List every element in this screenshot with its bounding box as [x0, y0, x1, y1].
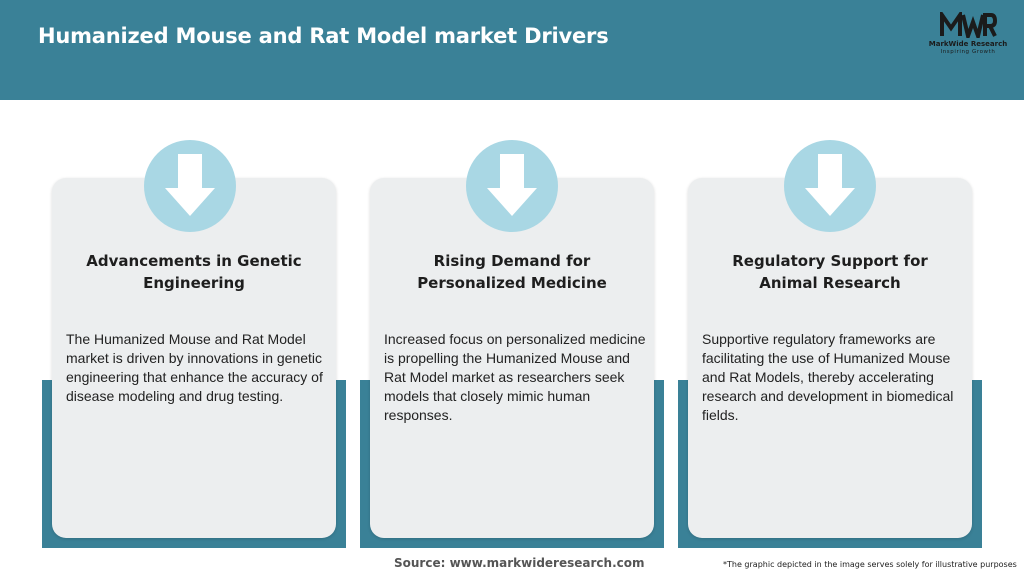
- logo-tagline: Inspiring Growth: [940, 49, 996, 55]
- card-title-line: Advancements in Genetic: [86, 252, 302, 270]
- card-title: Advancements in Genetic Engineering: [72, 250, 316, 294]
- card-title: Regulatory Support for Animal Research: [708, 250, 952, 294]
- driver-card: Advancements in Genetic Engineering The …: [52, 178, 336, 538]
- driver-card: Regulatory Support for Animal Research S…: [688, 178, 972, 538]
- card-description: Increased focus on personalized medicine…: [384, 331, 646, 423]
- page-title: Humanized Mouse and Rat Model market Dri…: [38, 24, 609, 48]
- card-description: Supportive regulatory frameworks are fac…: [702, 331, 954, 423]
- driver-card-wrap: Regulatory Support for Animal Research S…: [678, 178, 982, 548]
- card-title-line: Regulatory Support for: [732, 252, 928, 270]
- card-description: The Humanized Mouse and Rat Model market…: [66, 331, 323, 404]
- card-icon-circle: [466, 140, 558, 232]
- card-title-line: Personalized Medicine: [417, 274, 607, 292]
- driver-card: Rising Demand for Personalized Medicine …: [370, 178, 654, 538]
- driver-card-wrap: Rising Demand for Personalized Medicine …: [360, 178, 664, 548]
- arrow-down-icon: [165, 154, 215, 216]
- disclaimer-note: *The graphic depicted in the image serve…: [723, 560, 1017, 569]
- card-title-line: Rising Demand for: [433, 252, 591, 270]
- card-title: Rising Demand for Personalized Medicine: [390, 250, 634, 294]
- card-title-line: Animal Research: [759, 274, 901, 292]
- logo-name: MarkWide Research: [928, 40, 1008, 48]
- mwr-logo-mark-icon: [940, 12, 997, 38]
- source-link[interactable]: Source: www.markwideresearch.com: [394, 556, 645, 570]
- header-banner: Humanized Mouse and Rat Model market Dri…: [0, 0, 1024, 100]
- card-title-line: Engineering: [143, 274, 245, 292]
- arrow-down-icon: [805, 154, 855, 216]
- driver-card-wrap: Advancements in Genetic Engineering The …: [42, 178, 346, 548]
- brand-logo[interactable]: MarkWide Research Inspiring Growth: [920, 12, 1016, 62]
- card-icon-circle: [784, 140, 876, 232]
- card-icon-circle: [144, 140, 236, 232]
- arrow-down-icon: [487, 154, 537, 216]
